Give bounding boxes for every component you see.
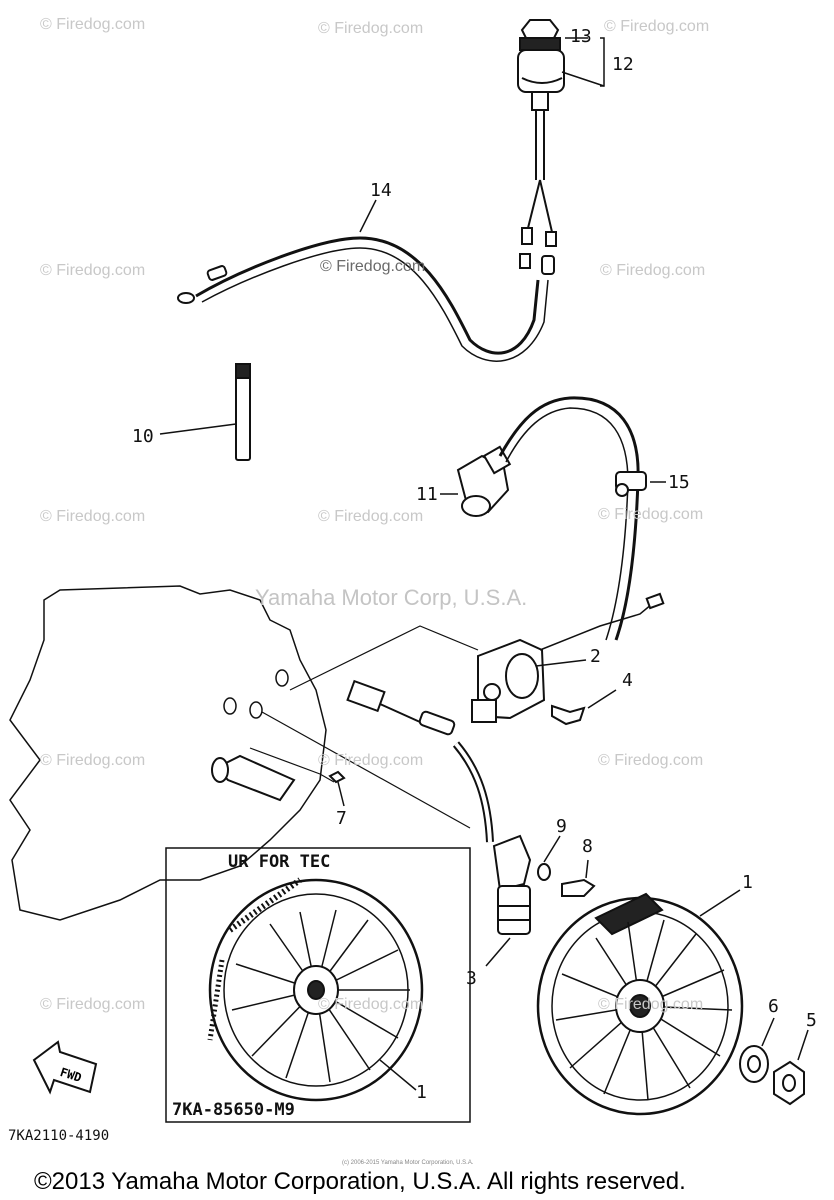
watermark: © Firedog.com [318,996,424,1013]
washer-9[interactable] [537,863,551,881]
fwd-arrow [32,1040,98,1095]
callout-5[interactable]: 5 [806,1010,817,1031]
callout-10[interactable]: 10 [132,426,154,447]
brand-watermark: Yamaha Motor Corp, U.S.A. [255,585,528,610]
engine-block-outline [9,585,327,921]
inset-box [165,847,471,1123]
flywheel-inset[interactable] [207,877,424,1102]
callout-6[interactable]: 6 [768,996,779,1017]
watermark-center: © Firedog.com [320,258,426,275]
watermark: © Firedog.com [40,16,146,33]
wire-harness[interactable] [177,236,555,362]
pulser-coil[interactable] [452,741,532,935]
flywheel-main[interactable] [536,892,744,1116]
callout-13[interactable]: 13 [570,26,592,47]
callout-8[interactable]: 8 [582,836,593,857]
watermark: © Firedog.com [598,752,704,769]
woodruff-key[interactable] [328,770,346,784]
watermark: © Firedog.com [40,508,146,525]
callout-1-inset[interactable]: 1 [416,1082,427,1103]
cable-clamp[interactable] [615,471,647,497]
watermark: © Firedog.com [40,262,146,279]
ignition-coil[interactable] [471,592,665,723]
callout-11[interactable]: 11 [416,484,438,505]
callout-1[interactable]: 1 [742,872,753,893]
watermark: © Firedog.com [318,20,424,37]
engine-stop-switch[interactable] [517,19,565,247]
watermark: © Firedog.com [318,508,424,525]
crankshaft-end [211,754,296,802]
copyright: ©2013 Yamaha Motor Corporation, U.S.A. A… [34,1168,686,1195]
inset-box-title: UR FOR TEC [228,852,331,872]
watermark: © Firedog.com [40,996,146,1013]
bolt-8[interactable] [561,878,596,897]
callout-9[interactable]: 9 [556,816,567,837]
watermark: © Firedog.com [600,262,706,279]
callout-12[interactable]: 12 [612,54,634,75]
watermark: © Firedog.com [40,752,146,769]
watermark: © Firedog.com [598,996,704,1013]
callout-7[interactable]: 7 [336,808,347,829]
callout-4[interactable]: 4 [622,670,633,691]
plug-cap[interactable] [456,445,512,517]
nut-5[interactable] [773,1060,805,1106]
callout-2[interactable]: 2 [590,646,601,667]
callout-15[interactable]: 15 [668,472,690,493]
connector[interactable] [346,679,456,736]
callout-3[interactable]: 3 [466,968,477,989]
callout-14[interactable]: 14 [370,180,392,201]
washer-6[interactable] [739,1045,769,1083]
diagram-code: 7KA2110-4190 [8,1128,110,1144]
washers-block [223,669,289,719]
inset-box-part-number: 7KA-85650-M9 [172,1100,295,1120]
spark-plug-wrench-strip[interactable] [235,363,251,461]
bolt-4[interactable] [551,704,586,726]
watermark: © Firedog.com [318,752,424,769]
watermark: © Firedog.com [604,18,710,35]
watermark: © Firedog.com [598,506,704,523]
small-print: (c) 2006-2015 Yamaha Motor Corporation, … [342,1160,474,1166]
